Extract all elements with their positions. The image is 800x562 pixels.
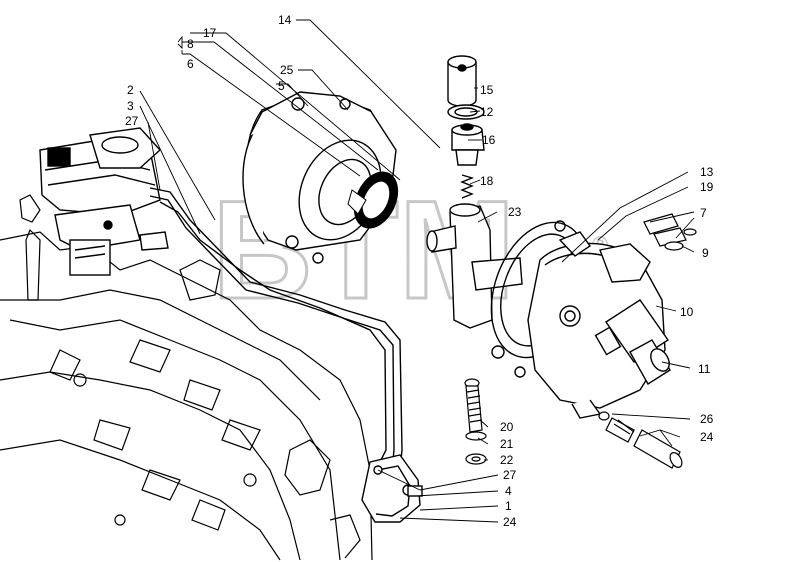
callout-labels: 14 17 8 6 25 5 15 12 16 18 23 13 19 7 9 … [125,13,714,529]
distributor-shaft [426,203,523,329]
callout-26: 26 [700,412,714,426]
callout-24-right: 24 [700,430,714,444]
callout-2: 2 [127,83,134,97]
callout-14: 14 [278,13,292,27]
callout-8: 8 [187,37,194,51]
callout-24-bottom: 24 [503,515,517,529]
callout-13: 13 [700,165,714,179]
carburetor [39,127,169,276]
callout-22: 22 [500,453,514,467]
cap-stack [447,55,485,199]
callout-17: 17 [203,26,217,40]
callout-9: 9 [702,246,709,260]
callout-4: 4 [505,484,512,498]
callout-12: 12 [480,105,494,119]
rotor-seal [347,171,399,229]
callout-23: 23 [508,205,522,219]
adjusting-screw [598,411,683,469]
bolt-assembly [464,378,487,465]
callout-11: 11 [698,362,711,376]
callout-10: 10 [680,305,694,319]
callout-19: 19 [700,180,714,194]
callout-5: 5 [278,79,285,93]
callout-7: 7 [700,206,707,220]
callout-16: 16 [482,133,496,147]
leader-lines [139,19,695,523]
callout-18: 18 [480,174,494,188]
callout-20: 20 [500,420,514,434]
callout-27-top: 27 [125,114,139,128]
callout-6: 6 [187,57,194,71]
callout-27-bottom: 27 [503,468,517,482]
vacuum-pipe [149,187,403,471]
callout-1: 1 [505,499,512,513]
callout-15: 15 [480,83,494,97]
vacuum-advance-unit [594,299,671,385]
callout-25: 25 [280,63,294,77]
engine-block [0,194,373,561]
clips [643,213,697,251]
callout-21: 21 [500,437,514,451]
vacuum-regulator [361,454,423,523]
distributor-body [527,231,666,419]
callout-3: 3 [127,99,134,113]
